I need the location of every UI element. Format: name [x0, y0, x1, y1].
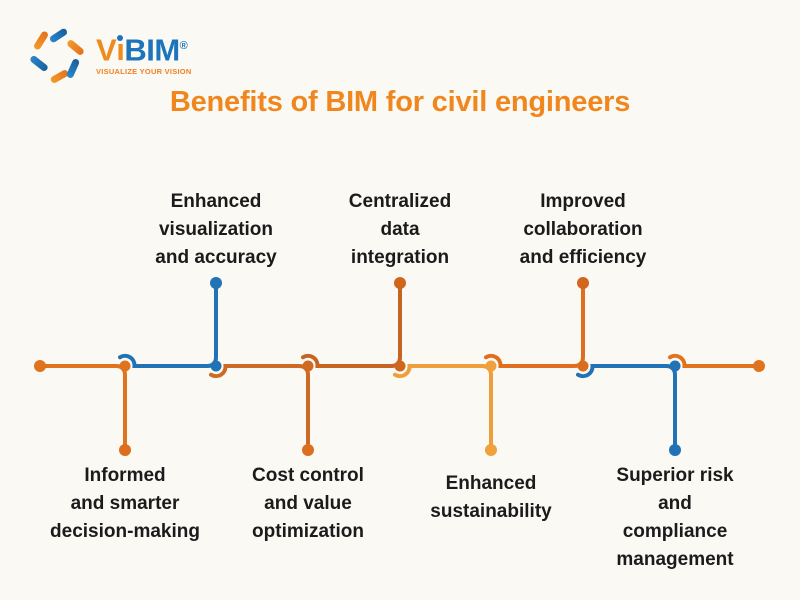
timeline-segment [38, 364, 127, 452]
timeline-segment [484, 281, 585, 368]
benefit-label: Informed and smarter decision-making [50, 465, 200, 542]
logo-tagline: VISUALIZE YOUR VISION [96, 67, 192, 77]
logo-letter-i: ı [116, 32, 125, 68]
logo-letters-bim: BIM [124, 32, 180, 68]
timeline-node-dot [302, 360, 314, 372]
branch-end-dot [485, 444, 497, 456]
timeline-segment [668, 353, 761, 368]
timeline-node-dot [485, 360, 497, 372]
timeline-segment [393, 364, 493, 452]
branch-end-dot [210, 277, 222, 289]
registered-mark: ® [179, 40, 188, 52]
timeline-node-dot [394, 360, 406, 372]
branch-end-dot [302, 444, 314, 456]
page-title: Benefits of BIM for civil engineers [169, 86, 631, 118]
benefit-label: Enhanced visualization and accuracy [155, 191, 277, 268]
timeline-segment [118, 281, 218, 368]
timeline-segment [209, 364, 310, 452]
timeline-end-dot [753, 360, 765, 372]
benefit-label: Superior risk and compliance management [616, 465, 734, 570]
logo-i-dot [117, 34, 124, 41]
branch-end-dot [394, 277, 406, 289]
timeline-segment [576, 364, 677, 452]
timeline-node-dot [577, 360, 589, 372]
branch-end-dot [577, 277, 589, 289]
branch-end-dot [119, 444, 131, 456]
benefit-label: Improved collaboration and efficiency [519, 191, 647, 268]
branch-end-dot [669, 444, 681, 456]
benefit-label: Centralized data integration [348, 191, 452, 268]
benefit-label: Enhanced sustainability [430, 473, 552, 522]
timeline-node-dot [669, 360, 681, 372]
timeline-node-dot [119, 360, 131, 372]
logo-letter-v: V [96, 32, 117, 68]
timeline-start-dot [34, 360, 46, 372]
timeline-node-dot [210, 360, 222, 372]
timeline-segment [301, 281, 402, 368]
benefit-label: Cost control and value optimization [252, 465, 364, 542]
